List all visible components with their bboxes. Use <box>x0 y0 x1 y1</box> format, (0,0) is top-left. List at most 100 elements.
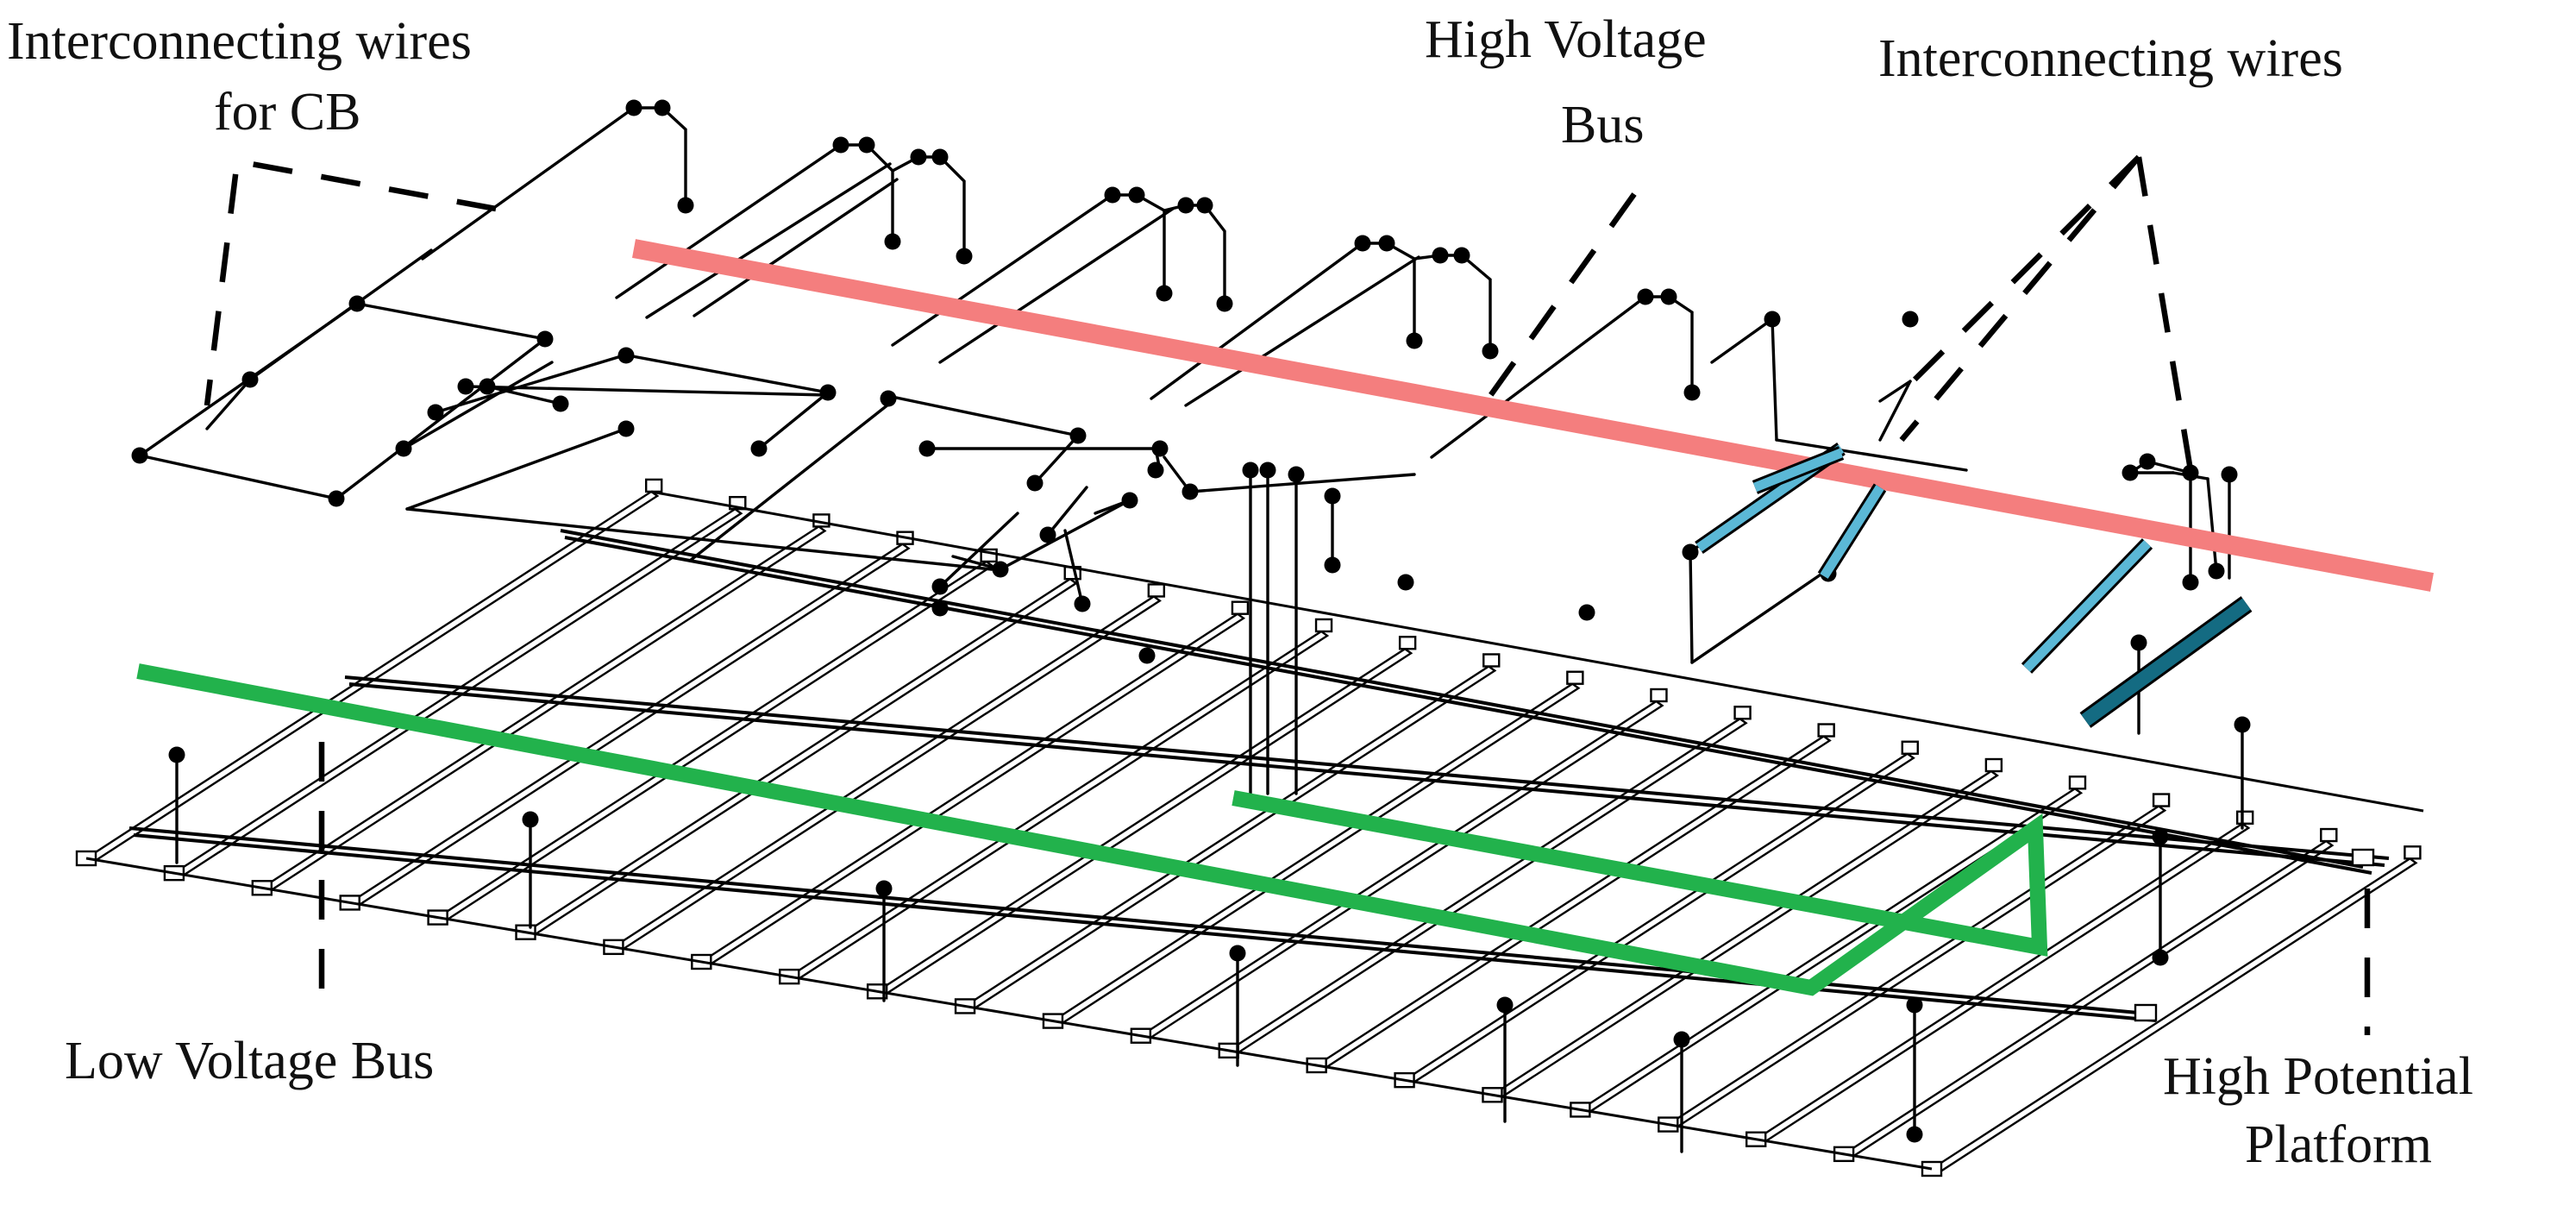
junction-dot <box>677 197 694 214</box>
platform-beam-far-end <box>1650 688 1668 703</box>
cb-jumper-row <box>421 106 1968 472</box>
platform-rail-end <box>2134 1003 2158 1022</box>
junction-dot <box>625 99 642 116</box>
diagram-labels: Interconnecting wires for CB High Voltag… <box>7 10 2473 1174</box>
junction-dot <box>2122 464 2139 481</box>
junction-dot <box>168 746 185 763</box>
junction-dot <box>1482 342 1499 360</box>
platform-beam-far-end <box>1901 740 1919 755</box>
junction-dot <box>1026 474 1044 492</box>
junction-dot <box>536 330 554 348</box>
junction-dot <box>2234 716 2251 733</box>
junction-dot <box>956 248 973 265</box>
platform-near-edge <box>85 857 1933 1171</box>
platform-rail <box>344 675 2390 860</box>
junction-dot <box>457 378 474 395</box>
junction-dot <box>1660 288 1677 305</box>
junction-dot <box>1578 604 1595 621</box>
interconnecting-cables <box>1695 443 2253 728</box>
label-lv-bus: Low Voltage Bus <box>65 1032 434 1090</box>
junction-dot <box>931 578 949 595</box>
junction-dot <box>910 148 927 166</box>
platform-beam-far-end <box>1733 706 1752 720</box>
junction-dot <box>522 811 539 828</box>
junction-dot <box>1764 311 1781 328</box>
junction-dot <box>2221 466 2238 483</box>
high-potential-platform <box>75 478 2424 1177</box>
junction-dot <box>1177 197 1194 214</box>
junction-dot <box>2182 574 2199 591</box>
label-hv-bus-line1: High Voltage <box>1425 10 1707 69</box>
junction-dot <box>479 378 496 395</box>
junction-dot <box>750 440 768 457</box>
junction-dot <box>880 390 897 407</box>
junction-dot <box>617 420 635 437</box>
junction-dot <box>1181 483 1199 500</box>
platform-beam-far-end <box>1817 723 1835 738</box>
junction-dot <box>1151 440 1169 457</box>
junction-dot <box>1039 526 1056 543</box>
junction-dot <box>1259 462 1276 479</box>
junction-dot <box>2208 562 2225 580</box>
junction-dot <box>427 404 444 421</box>
junction-dot <box>858 136 875 154</box>
label-cb-wires-line1: Interconnecting wires <box>7 12 472 71</box>
junction-dot <box>1229 945 1246 962</box>
junction-dot <box>2152 949 2169 966</box>
junction-dot <box>552 395 569 412</box>
low-voltage-bus <box>136 663 2048 996</box>
junction-dot <box>1147 462 1164 479</box>
junction-dot <box>1673 1031 1690 1048</box>
leader-lines <box>204 154 2371 1035</box>
platform-beam-far-end <box>1482 653 1501 668</box>
junction-dot <box>654 99 671 116</box>
junction-dot <box>931 600 949 617</box>
label-hv-bus-line2: Bus <box>1561 96 1644 154</box>
cable-2-fill <box>1752 448 1844 493</box>
junction-dot <box>241 371 259 388</box>
wire-junction-dots <box>131 99 2251 1143</box>
junction-dot <box>1138 647 1156 664</box>
platform-rail-end <box>2351 848 2375 867</box>
junction-dot <box>131 447 148 464</box>
platform-beam-far-end <box>1314 618 1333 633</box>
label-platform-line2: Platform <box>2245 1115 2432 1174</box>
cable-3-fill <box>1820 485 1884 579</box>
junction-dot <box>1397 574 1414 591</box>
junction-dot <box>1902 311 1919 328</box>
junction-dot <box>1637 288 1654 305</box>
junction-dot <box>1324 487 1341 505</box>
junction-dot <box>1453 247 1470 264</box>
platform-beam-far-end <box>1231 600 1250 615</box>
platform-beam-far-end <box>1566 670 1584 685</box>
junction-dot <box>1496 996 1514 1014</box>
junction-dot <box>1406 332 1423 349</box>
junction-dot <box>1354 235 1371 252</box>
platform-beam-far-end <box>2235 810 2254 825</box>
platform-rail <box>560 529 2364 869</box>
platform-beam-far-end <box>1147 583 1166 598</box>
junction-dot <box>992 561 1009 578</box>
junction-dot <box>1128 186 1145 204</box>
junction-dot <box>2182 464 2199 481</box>
platform-beam-far-end <box>2404 845 2422 860</box>
junction-dot <box>348 295 366 312</box>
junction-dot <box>1683 384 1701 401</box>
junction-dot <box>1074 595 1091 612</box>
junction-dot <box>819 384 837 401</box>
junction-dot <box>1216 295 1233 312</box>
junction-dot <box>1378 235 1395 252</box>
interconnecting-wire-network <box>131 99 2251 1153</box>
cable-5-fill <box>2081 598 2251 726</box>
junction-dot <box>875 880 893 897</box>
platform-beam-far-end <box>2152 793 2171 807</box>
junction-dot <box>1682 543 1699 561</box>
platform-beam-far-end <box>1984 757 2003 773</box>
junction-dot <box>2152 828 2169 845</box>
junction-dot <box>1906 996 1923 1014</box>
junction-dot <box>931 148 949 166</box>
platform-rail <box>348 682 2385 867</box>
junction-dot <box>1121 492 1138 509</box>
junction-dot <box>1906 1126 1923 1143</box>
